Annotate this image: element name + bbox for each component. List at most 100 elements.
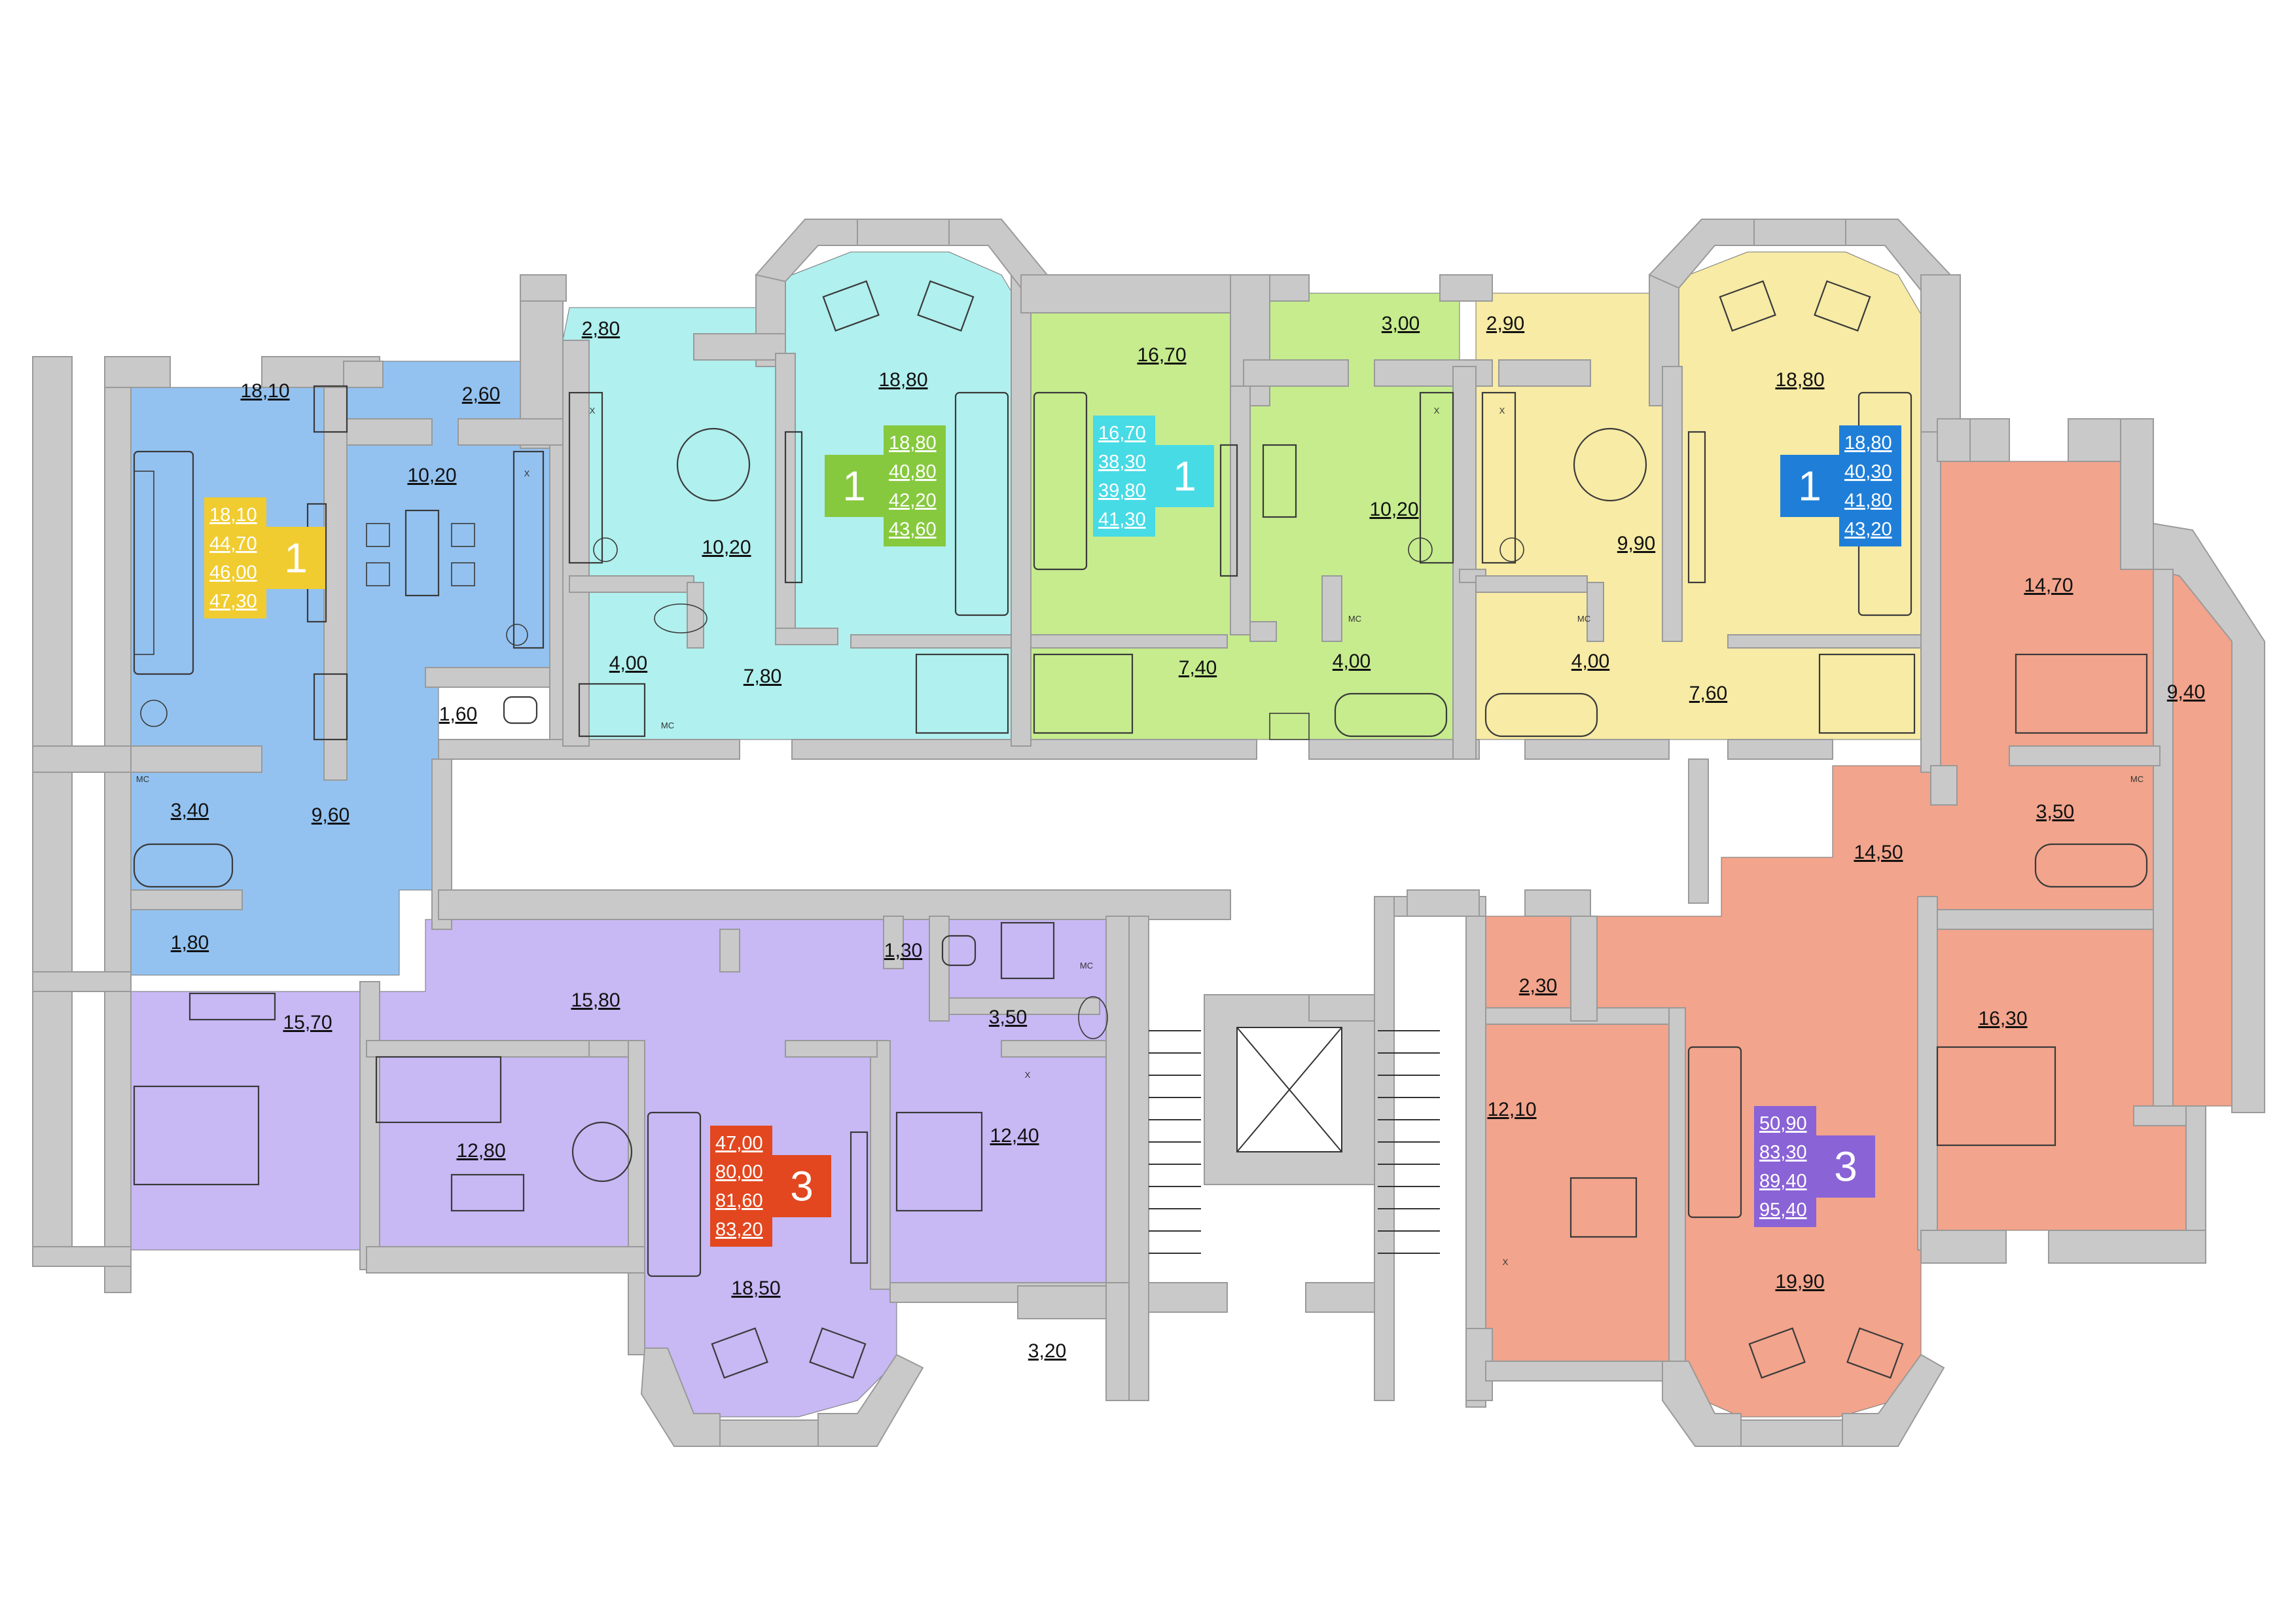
wall xyxy=(1001,1040,1107,1058)
sink xyxy=(1499,537,1524,562)
armchair xyxy=(1814,280,1871,332)
legend-room-count: 1 xyxy=(284,535,308,582)
legend-area-box xyxy=(1754,1106,1816,1227)
sofa xyxy=(1033,391,1088,571)
walls xyxy=(32,219,2265,1447)
kitchen-table xyxy=(404,509,440,597)
elevator-cross xyxy=(1236,1027,1342,1152)
room-area-label: 15,70 xyxy=(283,1012,332,1033)
room-area-label: 7,40 xyxy=(1179,657,1217,679)
washbasin xyxy=(1078,996,1108,1039)
room-area-label: 3,40 xyxy=(171,800,209,821)
vent-tag: Х xyxy=(1499,406,1505,416)
room-area-label: 7,80 xyxy=(744,666,781,687)
legend-area-value: 16,70 xyxy=(1098,423,1146,444)
room-area-label: 12,80 xyxy=(456,1140,505,1162)
chair xyxy=(366,523,390,547)
legend-area-value: 18,10 xyxy=(209,505,257,526)
washbasin xyxy=(654,603,708,633)
wall xyxy=(1917,896,1938,1251)
wall xyxy=(1920,274,1961,433)
vent-tag: Х xyxy=(1503,1257,1509,1267)
wall xyxy=(1305,1282,1375,1313)
wall xyxy=(104,356,171,388)
legend-area-value: 18,80 xyxy=(889,433,937,454)
kitchen-counter xyxy=(1419,391,1454,564)
bathtub xyxy=(1334,692,1448,738)
wall xyxy=(1688,758,1709,904)
room-area-label: 2,90 xyxy=(1486,313,1524,334)
wall xyxy=(1753,219,1846,246)
sink xyxy=(593,537,618,562)
kitchen-table xyxy=(1262,444,1297,518)
wall xyxy=(588,1040,636,1058)
armchair xyxy=(809,1327,867,1379)
armchair xyxy=(1719,280,1776,332)
legend-room-count: 1 xyxy=(1798,463,1821,510)
toilet xyxy=(941,935,977,967)
wall xyxy=(1308,994,1375,1022)
wall xyxy=(366,1246,645,1274)
legend-room-count: 1 xyxy=(1173,453,1196,500)
wall xyxy=(785,1040,878,1058)
wall xyxy=(2048,1230,2206,1264)
legend-area-value: 46,00 xyxy=(209,562,257,583)
chair xyxy=(451,562,475,586)
wall xyxy=(1587,582,1604,642)
armchair xyxy=(1748,1327,1806,1379)
wall xyxy=(359,981,380,1270)
kitchen-table xyxy=(1570,1177,1638,1238)
kitchen-counter xyxy=(568,391,603,564)
chair xyxy=(451,523,475,547)
wall xyxy=(1465,1328,1493,1401)
wall xyxy=(32,971,132,992)
legend-room-count-box xyxy=(772,1155,831,1217)
room-area-label: 3,50 xyxy=(2036,801,2074,823)
wall xyxy=(857,219,950,246)
wall xyxy=(2009,745,2161,766)
kitchen-counter xyxy=(512,450,545,649)
sink xyxy=(506,624,528,646)
legend-room-count-box xyxy=(1816,1135,1875,1198)
wall xyxy=(929,916,950,1022)
bathtub-corner xyxy=(578,683,646,738)
sink xyxy=(1408,537,1433,562)
wall xyxy=(719,1419,819,1447)
sofa-back xyxy=(134,471,154,655)
wall xyxy=(2120,418,2154,570)
wall xyxy=(1524,739,1670,760)
legend-room-count-box xyxy=(825,455,884,517)
room-area-label: 18,50 xyxy=(731,1277,780,1299)
room-area-label: 1,60 xyxy=(439,704,477,725)
dining-table xyxy=(1573,427,1647,502)
legend-area-value: 95,40 xyxy=(1759,1200,1807,1221)
room-area-label: 16,70 xyxy=(1137,344,1186,366)
legend-area-value: 18,80 xyxy=(1844,433,1892,454)
legend-area-box xyxy=(1093,416,1155,537)
wall xyxy=(438,889,1231,920)
legend-room-count-box xyxy=(266,527,325,589)
sofa xyxy=(954,391,1009,616)
room-area-label: 2,30 xyxy=(1519,975,1557,997)
chair xyxy=(366,562,390,586)
wardrobe xyxy=(1818,653,1916,734)
bathtub xyxy=(133,843,234,888)
utility-shaft-tag: МС xyxy=(1348,614,1361,624)
dining-table xyxy=(676,427,751,502)
room-area-label: 15,80 xyxy=(571,990,620,1011)
legend-area-value: 50,90 xyxy=(1759,1113,1807,1134)
lamp xyxy=(140,700,168,727)
utility-shaft-tag: МС xyxy=(661,721,674,730)
legend-room-count-box xyxy=(1780,455,1839,517)
wall xyxy=(1920,1230,2007,1264)
vent-tag: Х xyxy=(590,406,596,416)
legend-area-value: 81,60 xyxy=(715,1190,763,1211)
wall xyxy=(569,575,694,593)
legend-room-count: 3 xyxy=(790,1163,814,1210)
wall xyxy=(1937,418,1971,462)
